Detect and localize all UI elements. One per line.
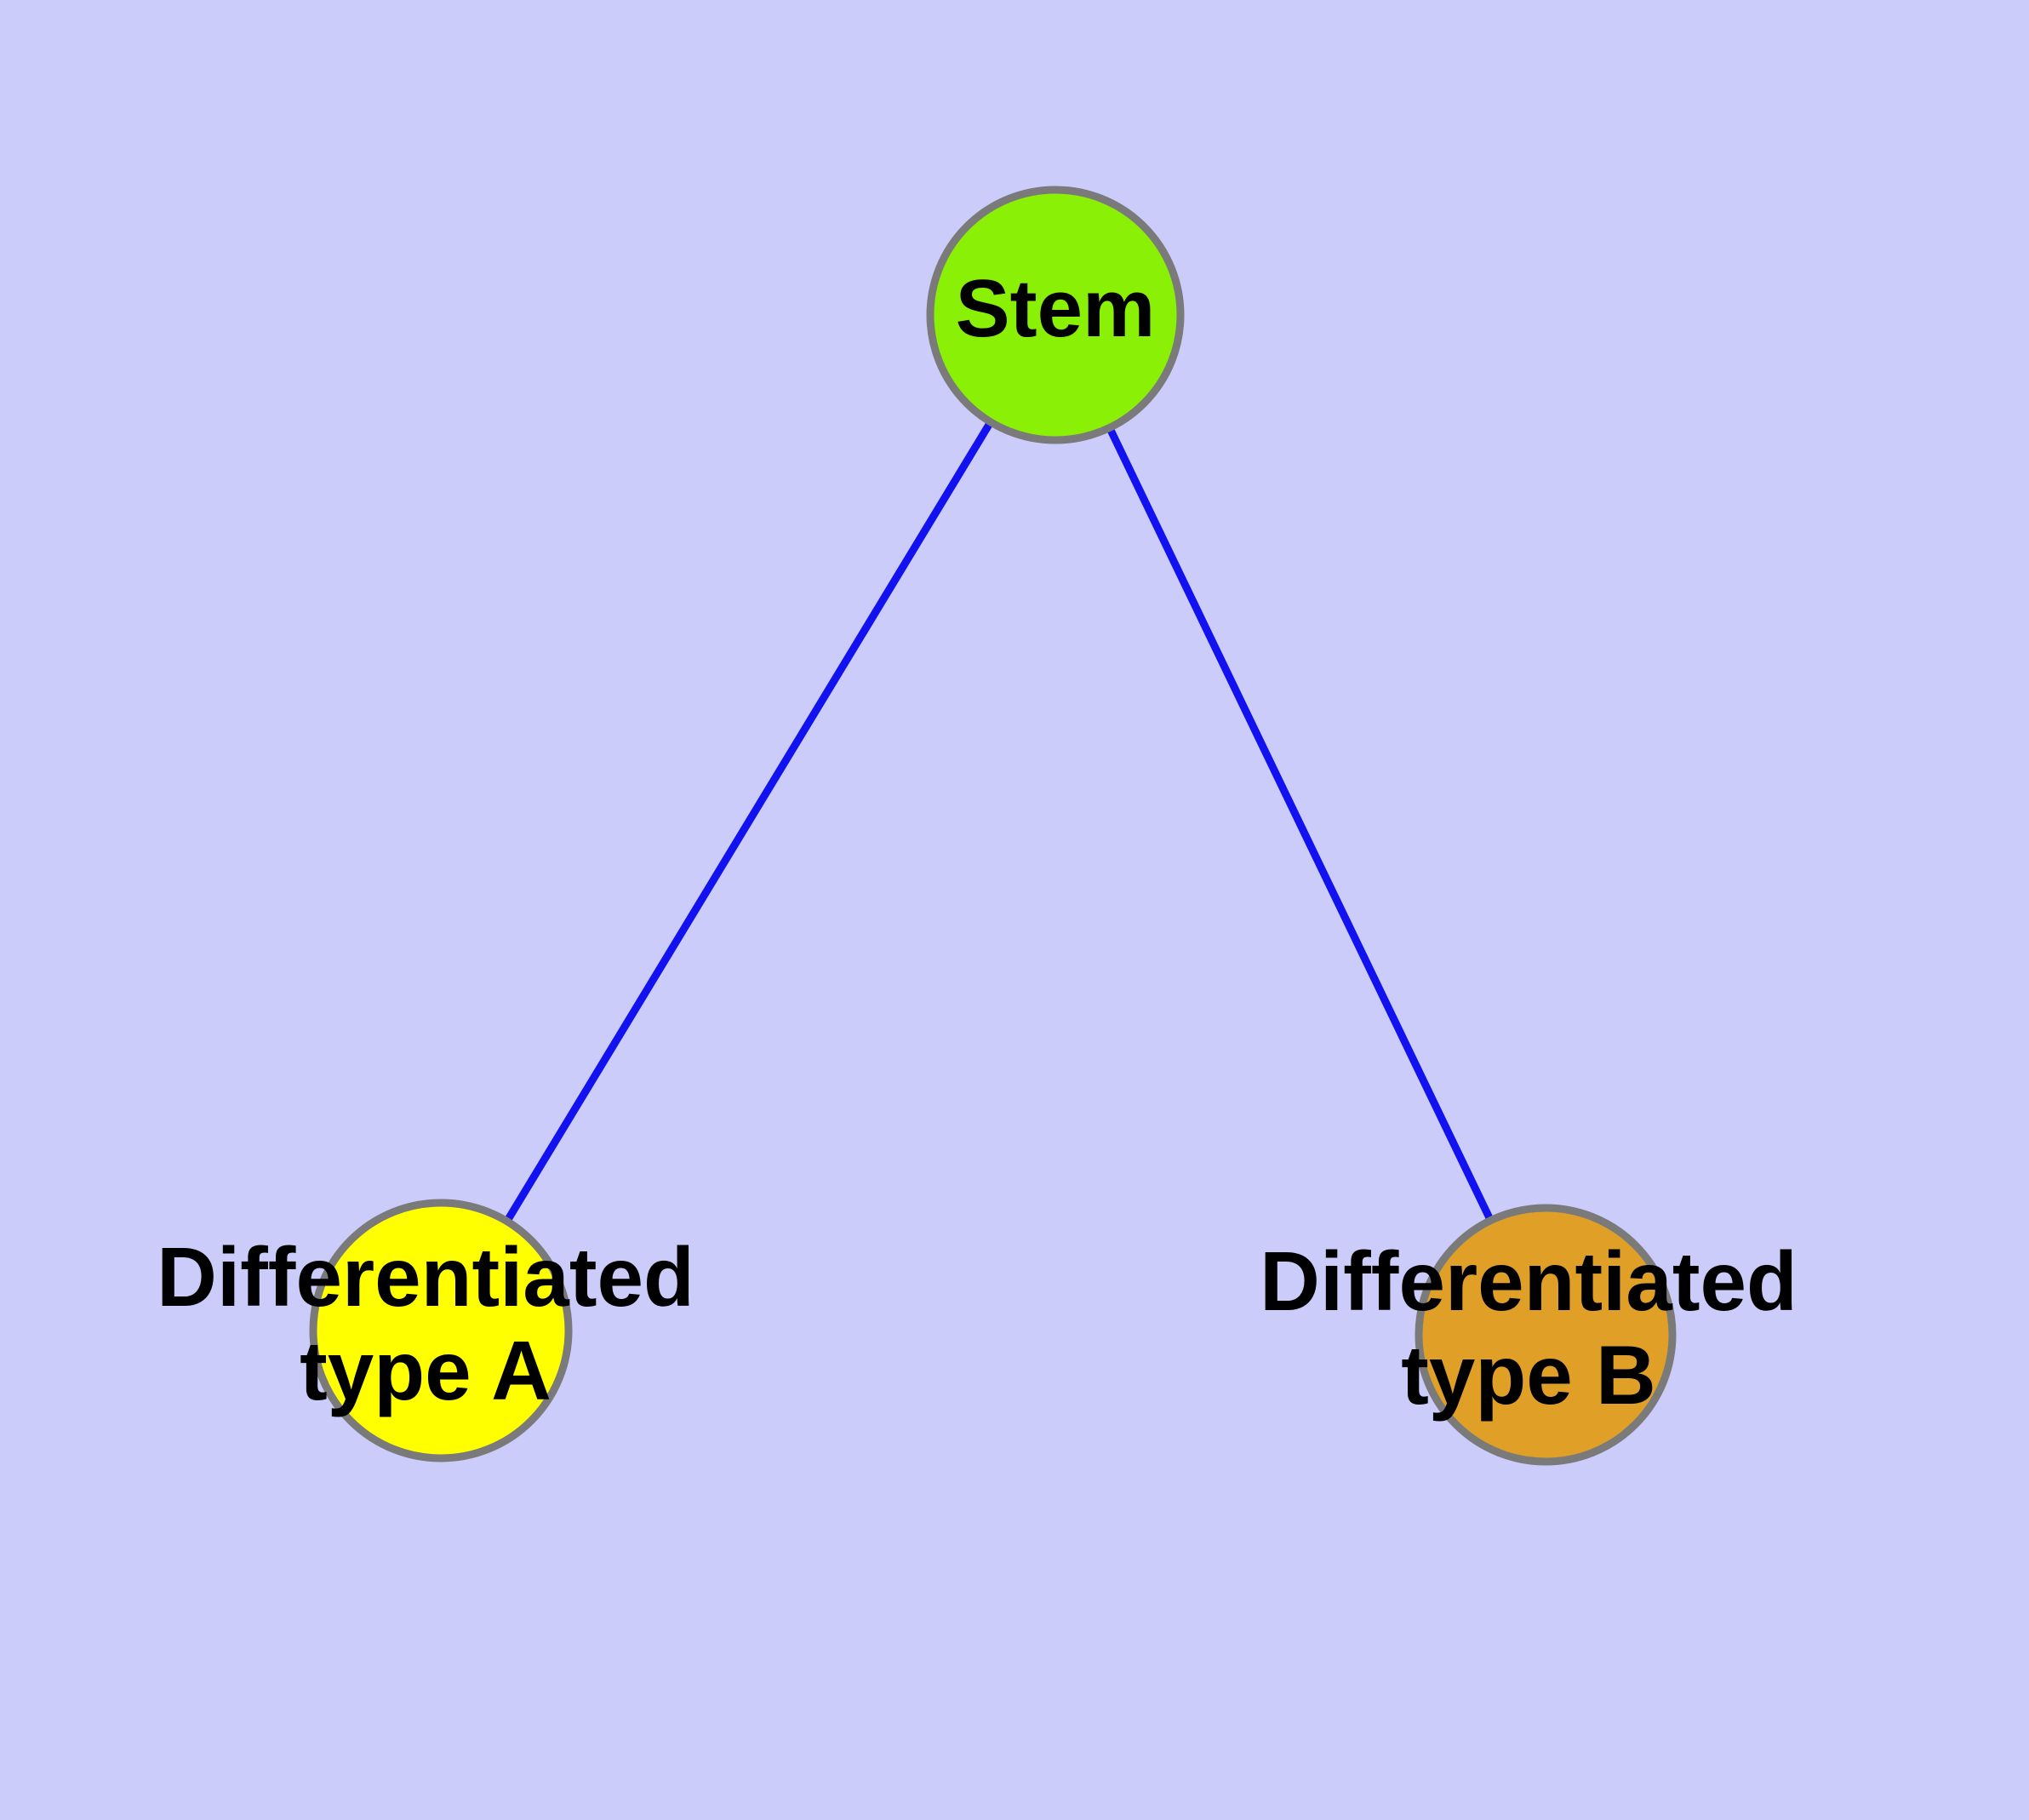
- node-stem[interactable]: [926, 186, 1185, 444]
- edge-stem-to-differentiated-type-b: [1051, 313, 1550, 1336]
- node-differentiated-type-a[interactable]: [309, 1199, 573, 1462]
- nodes-layer: [309, 186, 1677, 1466]
- differentiated-type-a-node-circle[interactable]: [309, 1199, 573, 1462]
- differentiated-type-b-node-circle[interactable]: [1415, 1204, 1677, 1466]
- edges-layer: [437, 312, 1550, 1336]
- edge-stem-to-differentiated-type-a: [437, 312, 1059, 1333]
- stem-node-circle[interactable]: [926, 186, 1185, 444]
- node-differentiated-type-b[interactable]: [1415, 1204, 1677, 1466]
- stem-node-label: Stem: [956, 263, 1156, 354]
